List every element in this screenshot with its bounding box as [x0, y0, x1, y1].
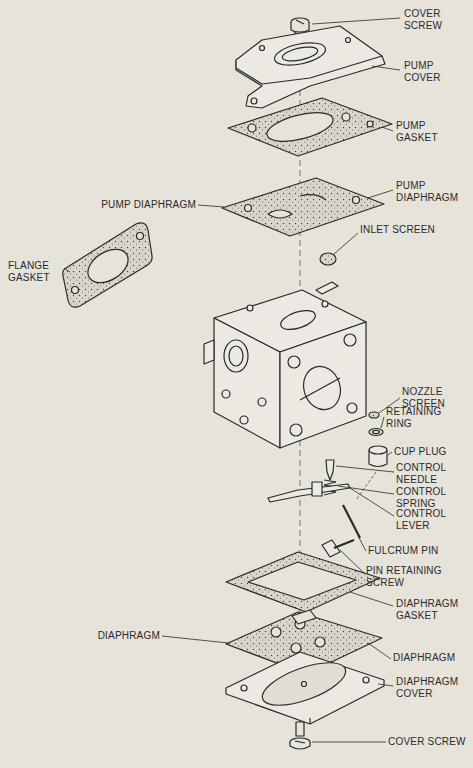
part-label: FULCRUM PIN	[368, 545, 439, 557]
cover-screw	[290, 722, 310, 749]
part-label: CONTROL NEEDLE	[396, 462, 446, 486]
diaphragm-cover	[226, 652, 384, 724]
pump-diaphragm	[222, 178, 384, 236]
part-label: PUMP GASKET	[396, 120, 438, 144]
part-label: COVER SCREW	[388, 736, 466, 748]
part-label: DIAPHRAGM	[393, 652, 455, 664]
pump-cover	[236, 26, 385, 108]
leader-line	[64, 18, 400, 742]
part-label: INLET SCREEN	[360, 224, 435, 236]
part-label: FLANGE GASKET	[8, 260, 50, 284]
part-label: DIAPHRAGM GASKET	[396, 598, 458, 622]
carburetor-body	[204, 282, 366, 448]
part-label: PUMP DIAPHRAGM	[101, 199, 196, 211]
nozzle-parts	[369, 412, 387, 467]
part-label: CUP PLUG	[394, 446, 447, 458]
inlet-screen	[320, 253, 336, 265]
part-label: DIAPHRAGM COVER	[396, 676, 458, 700]
part-label: PUMP DIAPHRAGM	[396, 180, 458, 204]
pump-gasket	[228, 98, 392, 156]
part-label: PIN RETAINING SCREW	[366, 565, 458, 589]
diaphragm-gasket	[226, 552, 380, 612]
control-parts	[268, 460, 376, 557]
part-label: RETAINING RING	[386, 406, 442, 430]
part-label: PUMP COVER	[404, 60, 441, 84]
part-label: COVER SCREW	[404, 8, 442, 32]
flange-gasket	[63, 223, 152, 307]
part-label: CONTROL LEVER	[396, 508, 446, 532]
part-label: CONTROL SPRING	[396, 486, 446, 510]
part-label: DIAPHRAGM	[98, 630, 160, 642]
